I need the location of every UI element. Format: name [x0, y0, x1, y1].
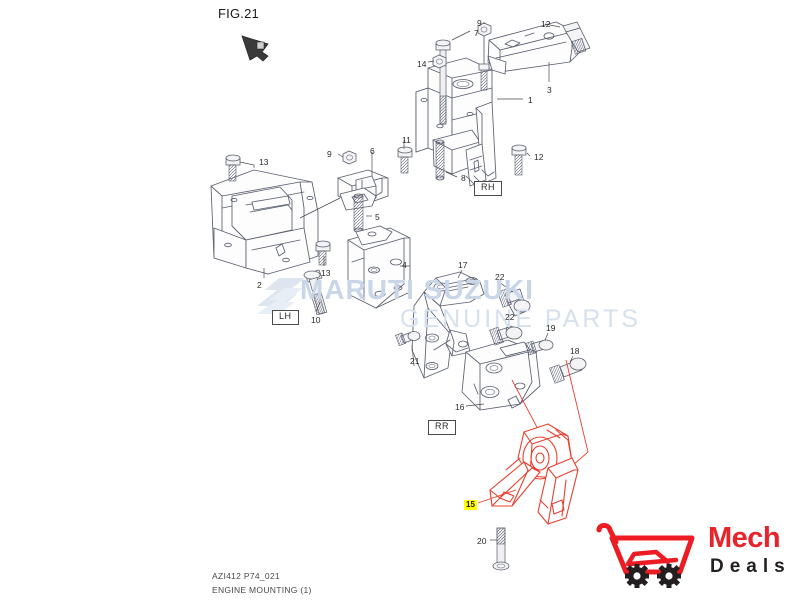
part-17-bracket: [411, 271, 485, 379]
callout-number-18: 18: [570, 346, 580, 356]
callout-number-7: 7: [474, 28, 479, 38]
callout-number-14: 14: [417, 59, 427, 69]
lh-mount-assembly: [210, 150, 411, 316]
part-9-stud: [478, 63, 490, 91]
callout-number-8: 8: [461, 173, 466, 183]
part-5-stud: [353, 193, 364, 233]
rr-mount-assembly: [395, 269, 587, 411]
part-19-bolt: [524, 339, 554, 356]
part-20-bolt: [492, 527, 510, 571]
callout-number-13: 13: [259, 157, 269, 167]
callout-number-1: 1: [528, 95, 533, 105]
part-15-highlighted-torque-rod: [477, 359, 589, 571]
part-9-nut-left: [342, 150, 357, 165]
callout-number-4: 4: [402, 260, 407, 270]
callout-number-9: 9: [327, 149, 332, 159]
part-13-bolt-top: [225, 154, 241, 182]
rh-mount-assembly: [397, 21, 591, 187]
callout-number-2: 2: [257, 280, 262, 290]
part-3-mount-bracket: [487, 21, 581, 75]
part-12-bolt-bottom: [511, 144, 527, 176]
part-16-mounting: [461, 339, 541, 411]
callout-number-13: 13: [321, 268, 331, 278]
callout-number-3: 3: [547, 85, 552, 95]
side-label-rh: RH: [474, 181, 502, 196]
callout-number-17: 17: [458, 260, 468, 270]
footer-part-code: AZI412 P74_021: [212, 571, 280, 581]
callout-number-20: 20: [477, 536, 487, 546]
part-11-bolt: [397, 146, 413, 174]
callout-number-11: 11: [402, 135, 411, 145]
callout-number-19: 19: [546, 323, 556, 333]
figure-title: FIG.21: [218, 6, 259, 21]
side-label-rr: RR: [428, 420, 456, 435]
side-label-lh: LH: [272, 310, 299, 325]
mech-deals-logo: Mech Deals: [596, 516, 796, 596]
part-22-bolt-lower: [489, 325, 523, 346]
callout-number-12: 12: [541, 19, 551, 29]
part-13-bolt-bottom: [315, 240, 331, 266]
logo-word-deals: Deals: [710, 556, 791, 577]
part-14-nut: [432, 54, 447, 69]
part-10-bolt: [303, 269, 328, 316]
callout-number-15: 15: [464, 500, 477, 510]
callout-number-22: 22: [505, 312, 515, 322]
footer-figure-name: ENGINE MOUNTING (1): [212, 585, 312, 595]
callout-number-21: 21: [410, 356, 420, 366]
part-2-engine-mounting-lh: [210, 169, 319, 275]
logo-word-mech: Mech: [708, 522, 781, 554]
cursor-arrow-icon: [241, 35, 269, 62]
part-12-bolt-top: [562, 21, 591, 55]
callout-number-6: 6: [370, 146, 375, 156]
callout-number-10: 10: [311, 315, 321, 325]
callout-number-22: 22: [495, 272, 505, 282]
part-18-bolt: [549, 357, 587, 384]
callout-number-16: 16: [455, 402, 465, 412]
callout-number-9: 9: [477, 18, 482, 28]
part-8-stud: [435, 139, 445, 181]
part-21-bolt: [395, 331, 421, 347]
shopping-cart-with-car-icon: [596, 523, 695, 588]
part-22-bolt-upper: [497, 288, 531, 317]
callout-number-12: 12: [534, 152, 544, 162]
part-4-bracket: [347, 225, 411, 309]
part-7-bolt: [435, 39, 451, 125]
callout-number-5: 5: [375, 212, 380, 222]
